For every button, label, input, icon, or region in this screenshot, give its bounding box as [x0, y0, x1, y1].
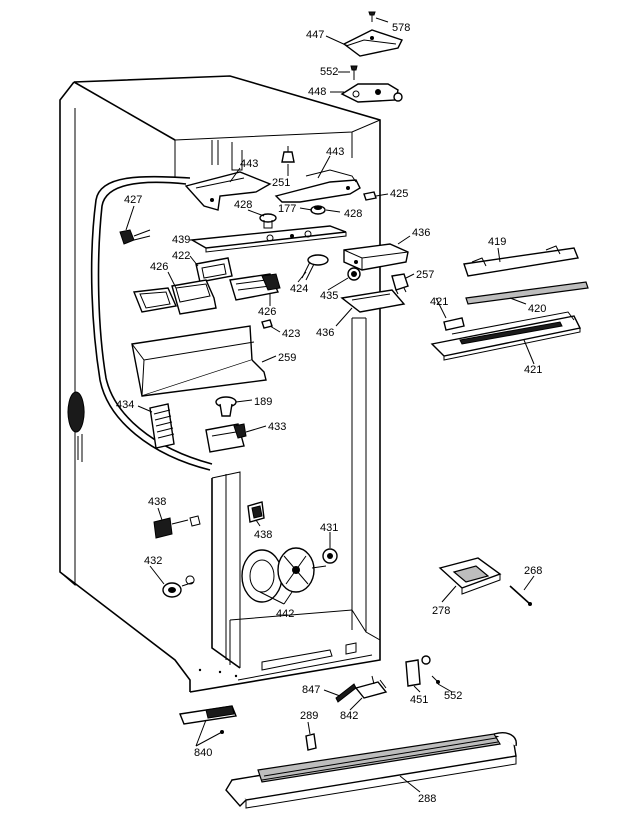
screw-552-lower: [431, 675, 440, 684]
plate-436-lower: [340, 289, 406, 313]
callout-442: 442: [276, 608, 294, 620]
callout-278: 278: [432, 605, 450, 617]
callout-552: 552: [444, 690, 462, 702]
callout-257: 257: [416, 269, 434, 281]
callout-433: 433: [268, 421, 286, 433]
callout-421: 421: [430, 296, 448, 308]
nut-431: [322, 548, 338, 564]
housing-436-upper: [343, 243, 409, 271]
callout-436: 436: [412, 227, 430, 239]
screw-552: [350, 65, 358, 80]
callout-552: 552: [320, 66, 338, 78]
callout-432: 432: [144, 555, 162, 567]
knob-428-left: [259, 213, 277, 229]
callout-438: 438: [148, 496, 166, 508]
housing-433: [205, 423, 247, 453]
callout-288: 288: [418, 793, 436, 805]
rail-420: [465, 281, 589, 305]
knob-435: [347, 267, 361, 281]
callout-439: 439: [172, 234, 190, 246]
callout-428: 428: [344, 208, 362, 220]
callout-438: 438: [254, 529, 272, 541]
callout-443: 443: [240, 158, 258, 170]
callout-428: 428: [234, 199, 252, 211]
spring-847: [335, 683, 357, 703]
switch-438-left: [153, 515, 201, 539]
callout-426: 426: [150, 261, 168, 273]
callout-labels: 578 447 552 448 443 443 251 425 427 428 …: [116, 22, 546, 805]
clip-251: [281, 146, 295, 163]
hinge-842: [354, 675, 388, 699]
callout-434: 434: [116, 399, 134, 411]
clip-421-small: [443, 317, 465, 331]
callout-422: 422: [172, 250, 190, 262]
callout-424: 424: [290, 283, 308, 295]
wire-harness: [90, 175, 213, 471]
refrigerator-cabinet: [59, 75, 381, 693]
control-426-right: [229, 273, 281, 301]
callout-443: 443: [326, 146, 344, 158]
control-unit-426-middle: [171, 279, 217, 315]
grille-434: [149, 403, 175, 449]
bracket-443-right: [274, 169, 361, 203]
base-grille-288: [225, 732, 517, 809]
callout-842: 842: [340, 710, 358, 722]
leader-lines: [125, 17, 535, 793]
callout-189: 189: [254, 396, 272, 408]
thermostat-424: [301, 254, 329, 281]
callout-177: 177: [278, 203, 296, 215]
frame-422: [195, 257, 233, 283]
deflector-259: [131, 325, 267, 397]
callout-419: 419: [488, 236, 506, 248]
callout-435: 435: [320, 290, 338, 302]
callout-578: 578: [392, 22, 410, 34]
control-plate-439: [189, 225, 347, 253]
callout-431: 431: [320, 522, 338, 534]
callout-436: 436: [316, 327, 334, 339]
clip-423: [261, 319, 273, 329]
callout-847: 847: [302, 684, 320, 696]
strip-419: [463, 245, 579, 277]
callout-423: 423: [282, 328, 300, 340]
callout-451: 451: [410, 694, 428, 706]
grommet-189: [215, 396, 237, 417]
switch-438-center: [247, 501, 265, 523]
callout-251: 251: [272, 177, 290, 189]
callout-427: 427: [124, 194, 142, 206]
socket-432: [162, 575, 195, 598]
callout-840: 840: [194, 747, 212, 759]
callout-426: 426: [258, 306, 276, 318]
part-425: [363, 191, 377, 201]
bracket-451: [405, 655, 431, 687]
callout-289: 289: [300, 710, 318, 722]
callout-421: 421: [524, 364, 542, 376]
callout-447: 447: [306, 29, 324, 41]
callout-448: 448: [308, 86, 326, 98]
callout-259: 259: [278, 352, 296, 364]
screw-268: [509, 585, 532, 606]
connector-427: [119, 229, 151, 245]
fan-motor-442: [241, 547, 327, 603]
switch-257: [391, 273, 409, 295]
damper-278: [438, 557, 502, 595]
bezel-426-left: [133, 287, 178, 313]
channel-421: [430, 311, 582, 361]
hinge-bracket-840: [179, 705, 237, 734]
bracket-448: [340, 83, 403, 103]
clip-289: [305, 733, 317, 751]
cover-447: [342, 29, 403, 57]
callout-268: 268: [524, 565, 542, 577]
knob-428-right: [310, 205, 326, 215]
screw-578: [368, 11, 376, 22]
callout-425: 425: [390, 188, 408, 200]
callout-420: 420: [528, 303, 546, 315]
bracket-443-left: [184, 171, 272, 211]
